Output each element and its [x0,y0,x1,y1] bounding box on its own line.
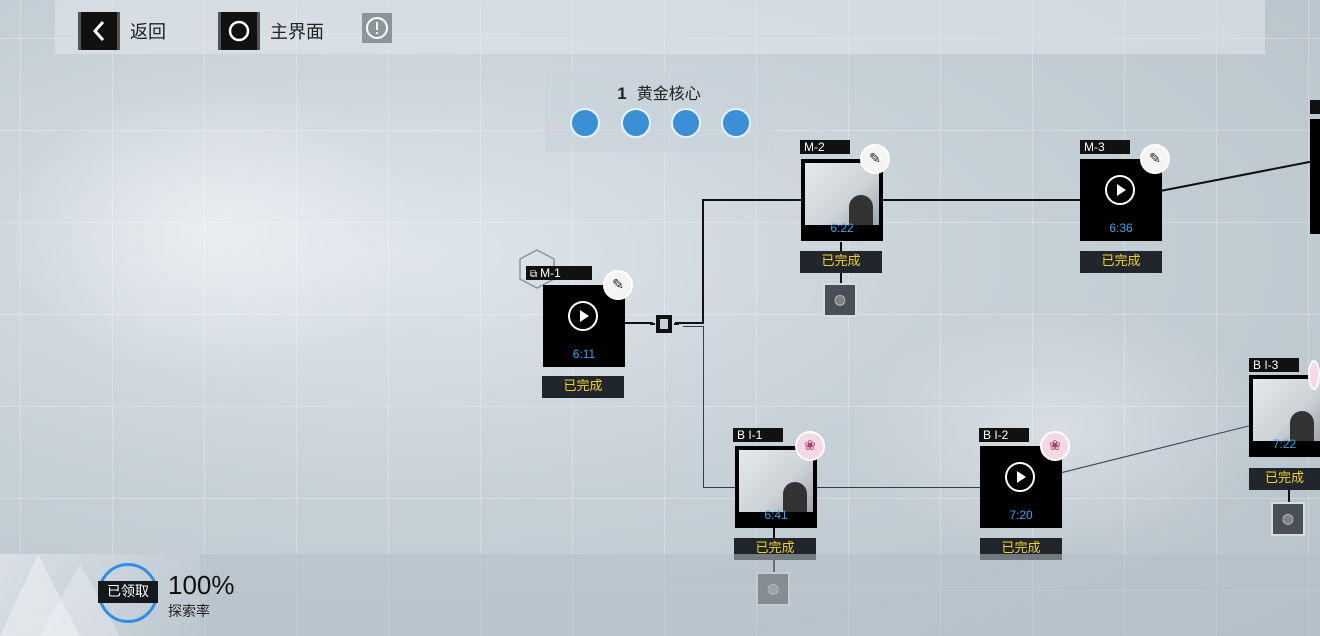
path-line [773,528,775,540]
reward-item-icon[interactable]: ◍ [1271,502,1305,536]
stage-code-partial [1310,100,1320,114]
path-line [1288,488,1290,502]
stage-time: 6:36 [1109,221,1133,235]
chapter-name: 黄金核心 [636,84,701,103]
character-avatar-icon: ❀ [795,431,825,461]
character-avatar-icon: ✎ [1140,144,1170,174]
stage-code: B I-3 [1249,358,1299,372]
circle-icon [218,12,260,50]
stage-code: ⧉M-1 [526,266,592,280]
background-haze [0,80,420,380]
exploration-rate: 100% [168,570,235,600]
path-line [702,199,802,201]
chapter-panel: 1 黄金核心 [545,72,773,152]
path-line [625,322,653,324]
emblem-icon [621,108,651,138]
stage-code-text: M-1 [540,266,561,280]
exploration-rate-label: 探索率 [168,604,210,620]
stage-thumbnail [739,450,813,512]
info-button[interactable] [362,13,392,43]
character-avatar-icon [1308,360,1320,390]
home-label: 主界面 [270,22,324,43]
path-line [840,242,842,254]
bottom-band [0,554,1320,636]
play-icon [568,301,598,331]
stage-time: 6:41 [764,508,788,522]
hexagon-marker-icon [516,248,558,294]
exclamation-icon [366,17,388,39]
chapter-number: 1 [617,84,627,103]
stage-code: M-2 [800,140,850,154]
chapter-title: 1 黄金核心 [545,80,773,104]
emblem-icon [671,108,701,138]
chevron-left-icon [78,12,120,50]
copy-icon: ⧉ [530,269,538,280]
stage-code: M-3 [1080,140,1130,154]
stage-status: 已完成 [542,376,624,398]
stage-time: 6:22 [830,221,854,235]
path-line [702,199,704,324]
claim-status: 已领取 [98,581,158,603]
character-avatar-icon: ❀ [1040,431,1070,461]
back-button[interactable]: 返回 [78,12,166,50]
stage-partial[interactable] [1310,119,1320,234]
character-avatar-icon: ✎ [860,144,890,174]
emblem-icon [721,108,751,138]
stage-code: B I-2 [979,428,1029,442]
triangle-decoration [0,554,120,636]
stage-code: B I-1 [733,428,783,442]
stage-thumbnail [1253,379,1320,441]
stage-time: 7:22 [1272,437,1297,451]
play-icon [1005,462,1035,492]
back-label: 返回 [130,22,166,43]
stage-thumbnail [805,163,879,225]
path-line [683,326,703,327]
path-line [675,322,703,324]
stage-bi-3[interactable]: 7:22 [1249,375,1320,457]
emblem-icon [570,108,600,138]
stage-time: 7:20 [1009,508,1033,522]
character-avatar-icon: ✎ [603,270,633,300]
path-line [840,270,842,284]
stage-status: 已完成 [1249,468,1320,490]
play-icon [1105,175,1135,205]
stage-status: 已完成 [1080,251,1162,273]
path-line [703,326,704,488]
path-line [703,487,737,488]
path-line [816,487,982,488]
stage-time: 6:11 [572,347,596,361]
path-line [882,199,1082,201]
home-button[interactable]: 主界面 [218,12,324,50]
branch-junction-icon [650,313,680,339]
reward-item-icon[interactable]: ◍ [823,283,857,317]
stage-status: 已完成 [800,251,882,273]
